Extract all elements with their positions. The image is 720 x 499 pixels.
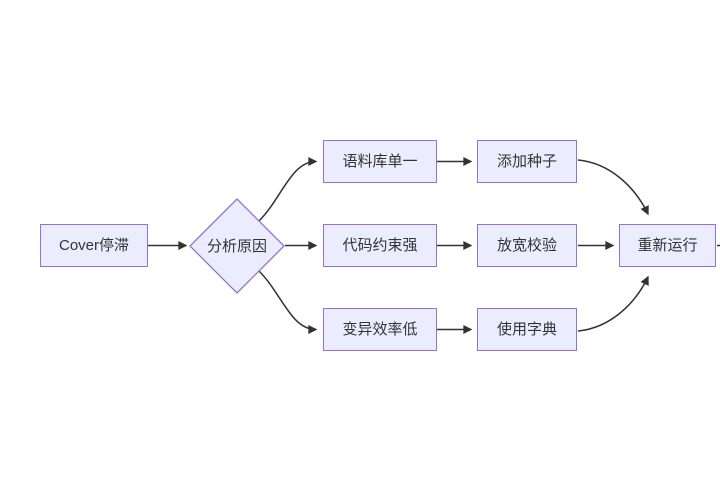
- node-use-dictionary-label: 使用字典: [496, 321, 557, 338]
- node-analyze-reason: 分析原因: [190, 228, 284, 264]
- edge-decision-to-cause3: [258, 270, 318, 334]
- node-analyze-reason-label: 分析原因: [206, 237, 267, 255]
- node-relax-validation-label: 放宽校验: [496, 237, 557, 254]
- node-corpus-single-label: 语料库单一: [342, 153, 418, 170]
- node-code-constraint-strong-label: 代码约束强: [342, 237, 418, 254]
- node-relax-validation: 放宽校验: [477, 224, 577, 267]
- edge-fix3-to-end: [577, 275, 649, 332]
- edge-fix1-to-end: [577, 159, 649, 216]
- node-add-seeds-label: 添加种子: [496, 153, 557, 170]
- node-mutation-inefficient: 变异效率低: [323, 308, 437, 351]
- node-rerun: 重新运行: [619, 224, 716, 267]
- node-mutation-inefficient-label: 变异效率低: [342, 321, 418, 338]
- node-code-constraint-strong: 代码约束强: [323, 224, 437, 267]
- decision-diamond-shape: [189, 198, 285, 294]
- node-cover-stall-label: Cover停滞: [58, 237, 129, 254]
- node-corpus-single: 语料库单一: [323, 140, 437, 183]
- node-use-dictionary: 使用字典: [477, 308, 577, 351]
- edge-decision-to-cause1: [258, 157, 318, 222]
- node-cover-stall: Cover停滞: [40, 224, 148, 267]
- node-add-seeds: 添加种子: [477, 140, 577, 183]
- node-rerun-label: 重新运行: [637, 237, 698, 254]
